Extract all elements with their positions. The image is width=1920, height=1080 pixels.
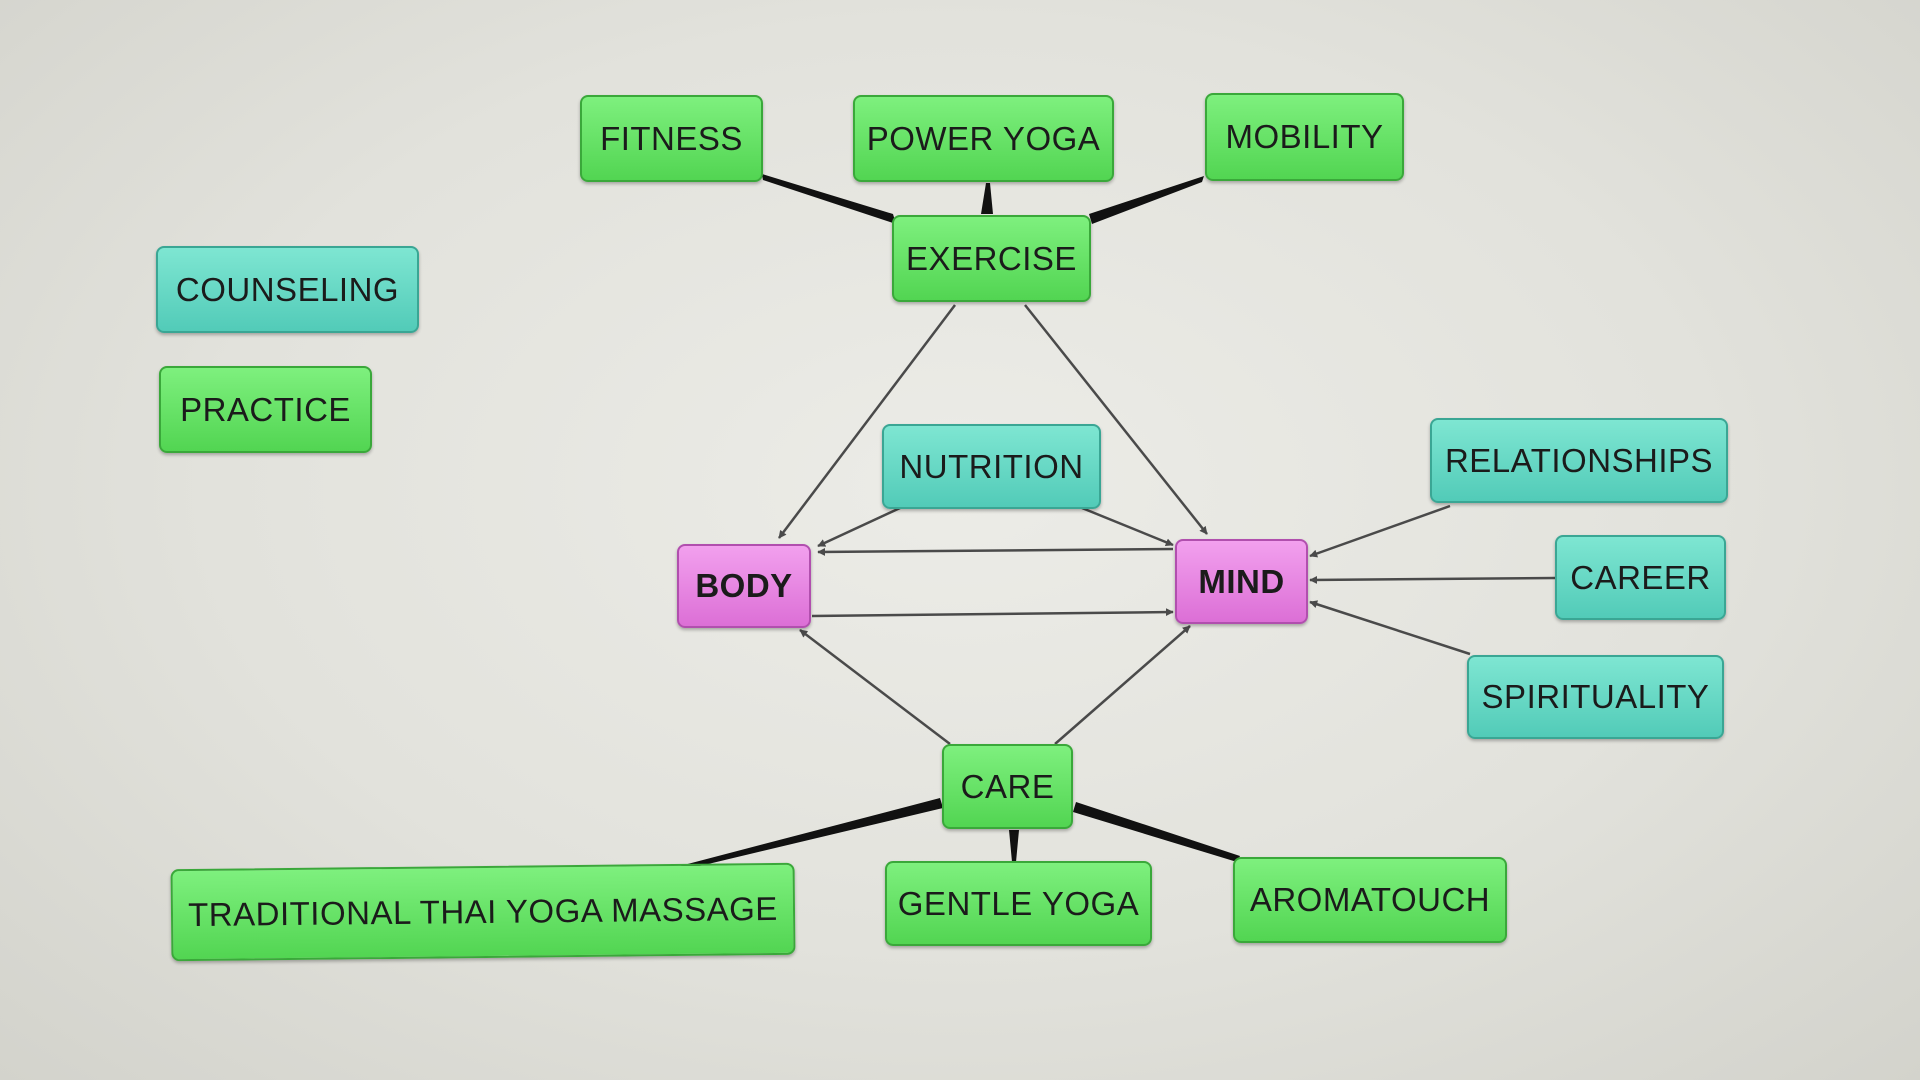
node-aromatouch[interactable]: AROMATOUCH bbox=[1233, 857, 1507, 943]
legend-practice: PRACTICE bbox=[159, 366, 372, 453]
edge-exercise-body bbox=[778, 304, 956, 539]
edge-care-body bbox=[799, 629, 951, 745]
edge-mobility-exercise bbox=[1089, 176, 1204, 224]
node-care[interactable]: CARE bbox=[942, 744, 1073, 829]
node-mind[interactable]: MIND bbox=[1175, 539, 1308, 624]
edge-mind-body bbox=[817, 547, 1174, 556]
edge-fitness-exercise bbox=[762, 174, 896, 224]
edge-thai-massage-care bbox=[680, 798, 943, 870]
edge-power-yoga-exercise bbox=[981, 183, 993, 214]
edge-spirituality-mind bbox=[1309, 600, 1471, 656]
node-gentle-yoga[interactable]: GENTLE YOGA bbox=[885, 861, 1152, 946]
node-body[interactable]: BODY bbox=[677, 544, 811, 628]
edge-gentle-yoga-care bbox=[1009, 830, 1019, 862]
node-relationships[interactable]: RELATIONSHIPS bbox=[1430, 418, 1728, 503]
edge-aromatouch-care bbox=[1073, 802, 1240, 862]
node-thai-yoga-massage[interactable]: TRADITIONAL THAI YOGA MASSAGE bbox=[170, 862, 796, 962]
legend-counseling: COUNSELING bbox=[156, 246, 419, 333]
node-nutrition[interactable]: NUTRITION bbox=[882, 424, 1101, 509]
edge-relationships-mind bbox=[1309, 504, 1451, 558]
edge-nutrition-mind bbox=[1081, 506, 1174, 547]
node-spirituality[interactable]: SPIRITUALITY bbox=[1467, 655, 1724, 739]
node-fitness[interactable]: FITNESS bbox=[580, 95, 763, 182]
node-mobility[interactable]: MOBILITY bbox=[1205, 93, 1404, 181]
node-power-yoga[interactable]: POWER YOGA bbox=[853, 95, 1114, 182]
node-career[interactable]: CAREER bbox=[1555, 535, 1726, 620]
edge-body-mind bbox=[811, 608, 1174, 618]
edge-care-mind bbox=[1054, 625, 1191, 745]
edge-career-mind bbox=[1309, 575, 1556, 584]
node-exercise[interactable]: EXERCISE bbox=[892, 215, 1091, 302]
edge-nutrition-body bbox=[817, 506, 901, 548]
edge-exercise-mind bbox=[1024, 304, 1208, 535]
